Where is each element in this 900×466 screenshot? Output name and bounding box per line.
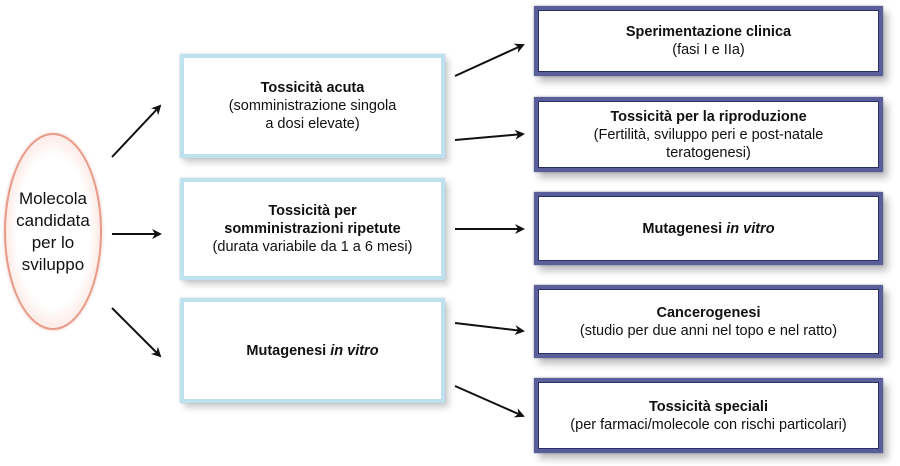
box-special-toxicity: Tossicità speciali (per farmaci/molecole…: [534, 378, 883, 453]
box-subtitle: teratogenesi): [666, 144, 751, 161]
box-reproduction-toxicity: Tossicità per la riproduzione (Fertilità…: [534, 97, 883, 172]
box-title-plain: Mutagenesi: [642, 220, 727, 237]
start-node-label: Molecola candidata per lo sviluppo: [16, 188, 90, 276]
box-mutagenesis-mid: Mutagenesi in vitro: [180, 298, 445, 403]
box-subtitle: (studio per due anni nel topo e nel ratt…: [579, 322, 838, 339]
box-cancerogenesis: Cancerogenesi (studio per due anni nel t…: [534, 285, 883, 358]
box-subtitle: (per farmaci/molecole con rischi partico…: [570, 416, 847, 433]
start-line-4: sviluppo: [21, 254, 85, 274]
arrow-to-reproduction: [454, 129, 525, 141]
box-title: Tossicità per la riproduzione: [610, 108, 807, 125]
box-title: Mutagenesi in vitro: [642, 220, 774, 238]
arrow-to-special: [454, 385, 525, 418]
box-title: Tossicità per: [268, 203, 357, 219]
box-subtitle: (durata variabile da 1 a 6 mesi): [212, 239, 413, 255]
box-title: somministrazioni ripetute: [224, 221, 401, 237]
box-title-italic: in vitro: [330, 342, 379, 359]
box-subtitle: a dosi elevate): [265, 116, 360, 132]
box-title: Mutagenesi in vitro: [246, 342, 378, 360]
box-title-italic: in vitro: [726, 220, 775, 237]
start-line-3: per lo: [31, 232, 75, 252]
box-clinical-trial: Sperimentazione clinica (fasi I e IIa): [534, 6, 883, 76]
arrow-to-cancerogenesis: [454, 322, 525, 336]
start-line-1: Molecola: [18, 188, 88, 208]
start-node: Molecola candidata per lo sviluppo: [4, 133, 102, 330]
box-title: Tossicità speciali: [648, 398, 768, 415]
box-title-plain: Mutagenesi: [246, 342, 331, 359]
box-mutagenesis-right: Mutagenesi in vitro: [534, 192, 883, 265]
box-subtitle: (fasi I e IIa): [672, 42, 745, 58]
box-title: Tossicità acuta: [260, 80, 365, 96]
arrow-to-mutagenesis-mid: [111, 307, 162, 358]
box-title: Cancerogenesi: [656, 304, 761, 321]
box-subtitle: (Fertilità, sviluppo peri e post-natale: [593, 126, 824, 143]
arrow-to-clinical: [454, 43, 525, 77]
box-subtitle: (somministrazione singola: [228, 98, 397, 114]
box-acute-toxicity: Tossicità acuta (somministrazione singol…: [180, 54, 445, 158]
arrow-to-acute: [111, 104, 162, 158]
box-title: Sperimentazione clinica: [625, 24, 792, 40]
box-repeated-toxicity: Tossicità per somministrazioni ripetute …: [180, 178, 445, 280]
start-line-2: candidata: [16, 210, 90, 230]
